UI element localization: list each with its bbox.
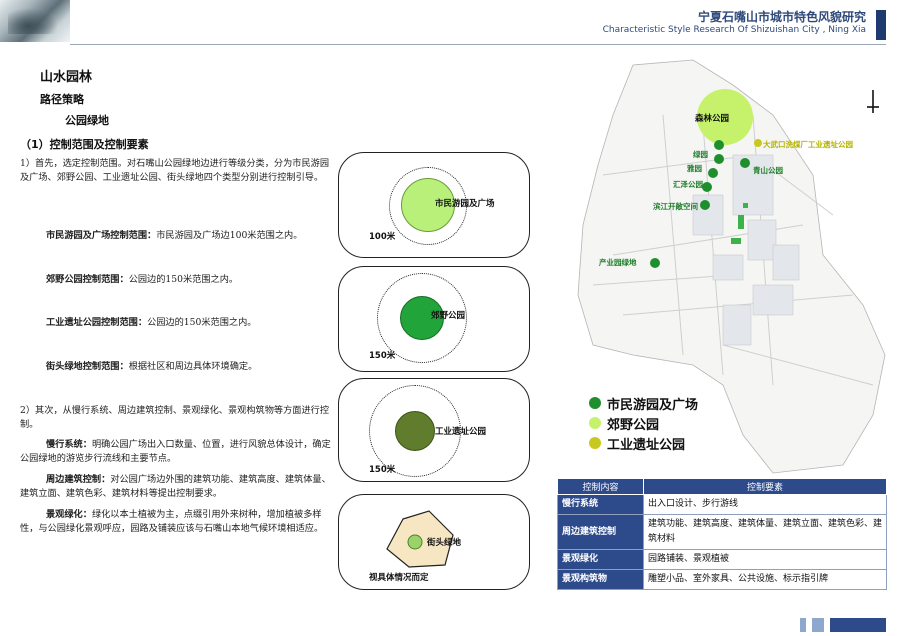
topic-title: 公园绿地 (65, 114, 109, 127)
table-header-cell: 控制内容 (557, 478, 644, 495)
control-ring (377, 273, 467, 363)
header-ink-landscape (0, 0, 70, 42)
control-range-civic-label: 市民游园及广场控制范围： (46, 230, 157, 241)
map-base (577, 59, 886, 474)
header-title-en: Characteristic Style Research Of Shizuis… (602, 25, 866, 35)
map-label-binjiang-space: 滨江开敞空间 (653, 202, 698, 211)
footer-bar (812, 618, 824, 632)
slow-traffic-paragraph: 慢行系统：明确公园广场出入口数量、位置，进行风貌总体设计，确定公园绿地的游览步行… (20, 438, 335, 465)
header-title-cn: 宁夏石嘴山市城市特色风貌研究 (697, 10, 866, 24)
slow-traffic-label: 慢行系统： (46, 439, 92, 450)
table-value-cell: 出入口设计、步行游线 (643, 494, 887, 515)
greening-paragraph: 景观绿化：绿化以本土植被为主，点缀引用外来树种，增加植被多样性，与公园绿化景观呼… (20, 508, 335, 535)
table-key-cell: 景观绿化 (557, 549, 644, 570)
intro-paragraph: 1）首先，选定控制范围。对石嘴山公园绿地边进行等级分类，分为市民游园及广场、郊野… (20, 158, 330, 183)
control-elements-table: 控制内容 控制要素 慢行系统 出入口设计、步行游线 周边建筑控制 建筑功能、建筑… (557, 478, 887, 590)
park-dot (400, 296, 444, 340)
diagram-street-green: 街头绿地 视具体情况而定 (338, 494, 530, 590)
control-range-street-text: 根据社区和周边具体环境确定。 (128, 361, 258, 372)
diagram-label: 工业遗址公园 (435, 427, 487, 437)
control-range-street: 街头绿地控制范围：根据社区和周边具体环境确定。 (46, 360, 336, 374)
table-key-cell: 周边建筑控制 (557, 514, 644, 550)
control-ring (369, 385, 461, 477)
header-divider (70, 44, 886, 45)
map-label-qingshan-park: 青山公园 (753, 166, 783, 175)
diagram-distance: 100米 (369, 232, 396, 242)
diagram-distance: 150米 (369, 465, 396, 475)
legend-item-country: 郊野公园 (589, 413, 698, 433)
table-row: 慢行系统 出入口设计、步行游线 (557, 494, 887, 515)
footer-bar (830, 618, 886, 632)
control-ring (389, 167, 467, 245)
legend-label: 市民游园及广场 (607, 397, 699, 413)
table-row: 景观绿化 园路铺装、景观植被 (557, 549, 887, 570)
control-range-country: 郊野公园控制范围：公园边的150米范围之内。 (46, 273, 336, 287)
second-paragraph: 2）其次，从慢行系统、周边建筑控制、景观绿化、景观构筑物等方面进行控制。 (20, 405, 330, 430)
map-label-industrial-site: 大武口洗煤厂工业遗址公园 (763, 140, 853, 149)
legend-dot-icon (589, 417, 601, 429)
control-range-industrial-text: 公园边的150米范围之内。 (147, 317, 257, 328)
legend-dot-icon (589, 397, 601, 409)
map-label-lv-yuan: 绿园 (693, 150, 708, 159)
legend-label: 工业遗址公园 (607, 437, 686, 453)
legend-item-industrial: 工业遗址公园 (589, 433, 698, 453)
building-control-text: 对公园广场边外围的建筑功能、建筑高度、建筑体量、建筑立面、建筑色彩、建筑材料等提… (20, 474, 331, 499)
table-value-cell: 雕塑小品、室外家具、公共设施、标示指引牌 (643, 569, 887, 590)
park-distribution-map: 森林公园 大武口洗煤厂工业遗址公园 绿园 雅园 汇泽公园 青山公园 滨江开敞空间… (573, 55, 888, 475)
slow-traffic-text: 明确公园广场出入口数量、位置，进行风貌总体设计，确定公园绿地的游览步行流线和主要… (20, 439, 331, 464)
control-range-civic: 市民游园及广场控制范围：市民游园及广场边100米范围之内。 (46, 229, 336, 243)
header-accent-bar (876, 10, 886, 40)
diagram-industrial-park: 工业遗址公园 150米 (338, 378, 530, 482)
part-title: （1）控制范围及控制要素 (20, 138, 149, 151)
map-label-industrial-green: 产业园绿地 (599, 258, 637, 267)
diagram-distance: 150米 (369, 351, 396, 361)
map-label-ya-yuan: 雅园 (687, 164, 702, 173)
diagram-label: 郊野公园 (431, 311, 466, 321)
legend-dot-icon (589, 437, 601, 449)
control-range-industrial-label: 工业遗址公园控制范围： (46, 317, 148, 328)
legend-label: 郊野公园 (607, 417, 660, 433)
control-range-country-label: 郊野公园控制范围： (46, 274, 129, 285)
map-label-huize-park: 汇泽公园 (673, 180, 703, 189)
table-value-cell: 园路铺装、景观植被 (643, 549, 887, 570)
park-dot (401, 178, 455, 232)
legend-item-civic: 市民游园及广场 (589, 393, 698, 413)
diagram-label: 市民游园及广场 (435, 199, 495, 209)
table-value-cell: 建筑功能、建筑高度、建筑体量、建筑立面、建筑色彩、建筑材料 (643, 514, 887, 550)
building-control-label: 周边建筑控制： (46, 474, 111, 485)
diagram-distance: 视具体情况而定 (369, 573, 429, 583)
diagram-label: 街头绿地 (427, 538, 462, 548)
greening-label: 景观绿化： (46, 509, 92, 520)
table-header-row: 控制内容 控制要素 (557, 478, 887, 495)
control-range-country-text: 公园边的150米范围之内。 (128, 274, 239, 285)
diagram-civic-park: 市民游园及广场 100米 (338, 152, 530, 258)
control-range-industrial: 工业遗址公园控制范围：公园边的150米范围之内。 (46, 316, 336, 330)
footer-bar (800, 618, 806, 632)
park-dot (395, 411, 435, 451)
map-label-forest-park: 森林公园 (695, 114, 730, 124)
subsection-title: 路径策略 (40, 93, 84, 106)
control-range-civic-text: 市民游园及广场边100米范围之内。 (156, 230, 303, 241)
diagram-country-park: 郊野公园 150米 (338, 266, 530, 372)
table-row: 景观构筑物 雕塑小品、室外家具、公共设施、标示指引牌 (557, 569, 887, 590)
building-control-paragraph: 周边建筑控制：对公园广场边外围的建筑功能、建筑高度、建筑体量、建筑立面、建筑色彩… (20, 473, 335, 500)
map-legend: 市民游园及广场 郊野公园 工业遗址公园 (589, 393, 698, 453)
table-key-cell: 慢行系统 (557, 494, 644, 515)
street-green-shape (386, 510, 454, 568)
greening-text: 绿化以本土植被为主，点缀引用外来树种，增加植被多样性，与公园绿化景观呼应，园路及… (20, 509, 324, 534)
table-header-cell: 控制要素 (643, 478, 887, 495)
table-key-cell: 景观构筑物 (557, 569, 644, 590)
section-title: 山水园林 (40, 70, 93, 85)
table-row: 周边建筑控制 建筑功能、建筑高度、建筑体量、建筑立面、建筑色彩、建筑材料 (557, 514, 887, 550)
control-range-street-label: 街头绿地控制范围： (46, 361, 129, 372)
